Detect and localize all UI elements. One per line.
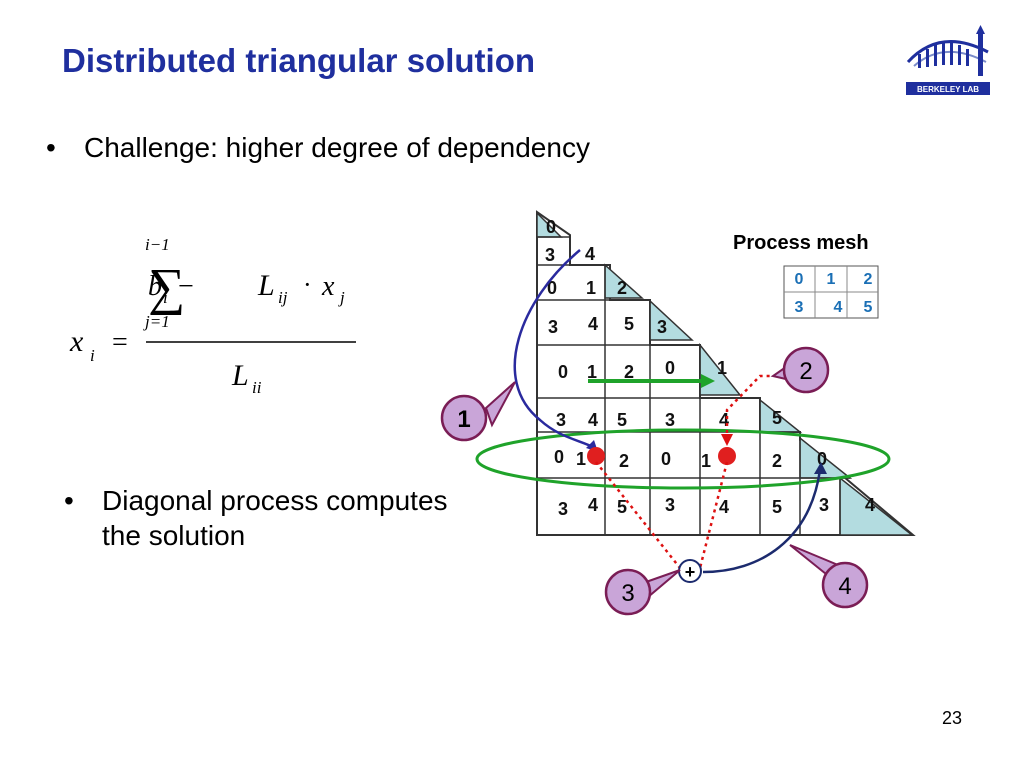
bullet-diagonal: • Diagonal process computes the solution (64, 483, 462, 553)
process-mesh-grid: 0 1 2 3 4 5 (783, 265, 879, 319)
cell-label: 0 (661, 449, 671, 469)
red-arrow-head (721, 434, 733, 446)
mesh-cell: 5 (864, 299, 873, 316)
slide-title: Distributed triangular solution (62, 42, 536, 79)
cell-label: 3 (548, 317, 558, 337)
bullet-text: Challenge: higher degree of dependency (84, 132, 590, 163)
cell-label: 5 (772, 408, 782, 428)
callout-circle (782, 346, 830, 394)
cell-label: 5 (624, 314, 634, 334)
cell-label: 4 (585, 244, 595, 264)
mesh-cell: 3 (795, 299, 804, 316)
berkeley-lab-logo: BERKELEY LAB (906, 25, 990, 95)
denominator-L-sub: ii (252, 378, 262, 397)
callout-number: 3 (621, 580, 634, 607)
callout-circle (821, 561, 869, 609)
cell-label: 5 (772, 497, 782, 517)
mesh-cell: 0 (795, 271, 804, 288)
cell-label: 0 (547, 278, 557, 298)
cell-label: 2 (617, 278, 627, 298)
numerator-x-sub: j (338, 288, 345, 307)
cell-label: 0 (546, 217, 556, 237)
cell-label: 5 (617, 497, 627, 517)
numerator-L: L (257, 269, 275, 302)
sum-lower: j=1 (143, 312, 170, 331)
denominator-L: L (231, 359, 249, 392)
row-ellipse (475, 428, 891, 490)
cell-label: 4 (719, 497, 729, 517)
cell-label: 4 (719, 410, 729, 430)
bullet-dot: • (46, 132, 56, 163)
cell-label: 2 (772, 451, 782, 471)
callout-circle (440, 394, 488, 442)
red-dot (718, 447, 736, 465)
red-dot (587, 447, 605, 465)
plus-sign: + (685, 562, 696, 582)
red-dotted-lines (595, 374, 773, 569)
numerator-b: b (148, 271, 162, 302)
cell-label: 1 (701, 451, 711, 471)
diagonal-blocks (536, 211, 915, 536)
lhs-x-sub: i (90, 346, 95, 365)
cell-label: 3 (558, 499, 568, 519)
sum-upper: i−1 (145, 235, 170, 254)
mesh-cell: 4 (834, 299, 843, 316)
mesh-cell: 1 (827, 271, 836, 288)
cell-label: 0 (817, 449, 827, 469)
cell-label: 4 (588, 495, 598, 515)
bullet-text: Diagonal process computes the solution (102, 485, 448, 551)
logo-text: BERKELEY LAB (917, 85, 979, 94)
grid-lines (537, 236, 850, 535)
callout-number: 4 (838, 573, 851, 600)
numerator-L-sub: ij (278, 288, 288, 307)
callout-number: 1 (457, 406, 470, 433)
cell-label: 3 (657, 317, 667, 337)
matrix-labels: 0 3 4 0 1 2 3 4 5 3 0 1 2 0 1 3 4 5 3 4 … (545, 217, 875, 519)
cell-label: 3 (545, 245, 555, 265)
callouts: 1 2 3 4 (440, 346, 869, 616)
bullet-dot: • (64, 485, 74, 516)
cell-label: 0 (554, 447, 564, 467)
cell-label: 3 (819, 495, 829, 515)
cell-label: 1 (576, 449, 586, 469)
cell-label: 2 (624, 362, 634, 382)
callout-pointer (484, 381, 516, 428)
cell-label: 3 (665, 495, 675, 515)
green-arrow-head (701, 374, 715, 388)
bullet-challenge: • Challenge: higher degree of dependency (46, 130, 590, 165)
cell-label: 0 (558, 362, 568, 382)
cell-label: 1 (717, 358, 727, 378)
minus-sign: − (178, 271, 194, 302)
callout-pointers (484, 365, 840, 599)
cell-label: 3 (556, 410, 566, 430)
equals-sign: = (112, 327, 128, 358)
numerator-x: x (321, 271, 335, 302)
blue-curve-arrow (513, 249, 596, 450)
diagonal-block (839, 476, 915, 536)
cell-label: 2 (619, 451, 629, 471)
cell-label: 1 (587, 362, 597, 382)
cell-label: 0 (665, 358, 675, 378)
numerator-b-sub: i (163, 288, 168, 307)
callout-number: 2 (799, 358, 812, 385)
cell-label: 3 (665, 410, 675, 430)
cell-label: 4 (588, 314, 598, 334)
navy-curve-arrow (702, 469, 822, 574)
lhs-x: x (69, 325, 84, 358)
formula: i−1 ∑ j=1 b i − L ij · x j x i = L ii (69, 235, 356, 397)
callout-circle (604, 568, 652, 616)
cell-label: 4 (865, 495, 875, 515)
sum-symbol: ∑ (148, 259, 185, 316)
cell-label: 5 (617, 410, 627, 430)
cell-label: 4 (588, 410, 598, 430)
mesh-cell: 2 (864, 271, 873, 288)
navy-arrow-head (814, 462, 827, 474)
cell-label: 1 (586, 278, 596, 298)
dot-operator: · (303, 270, 312, 299)
process-mesh-title: Process mesh (733, 232, 869, 254)
page-number: 23 (941, 708, 962, 728)
